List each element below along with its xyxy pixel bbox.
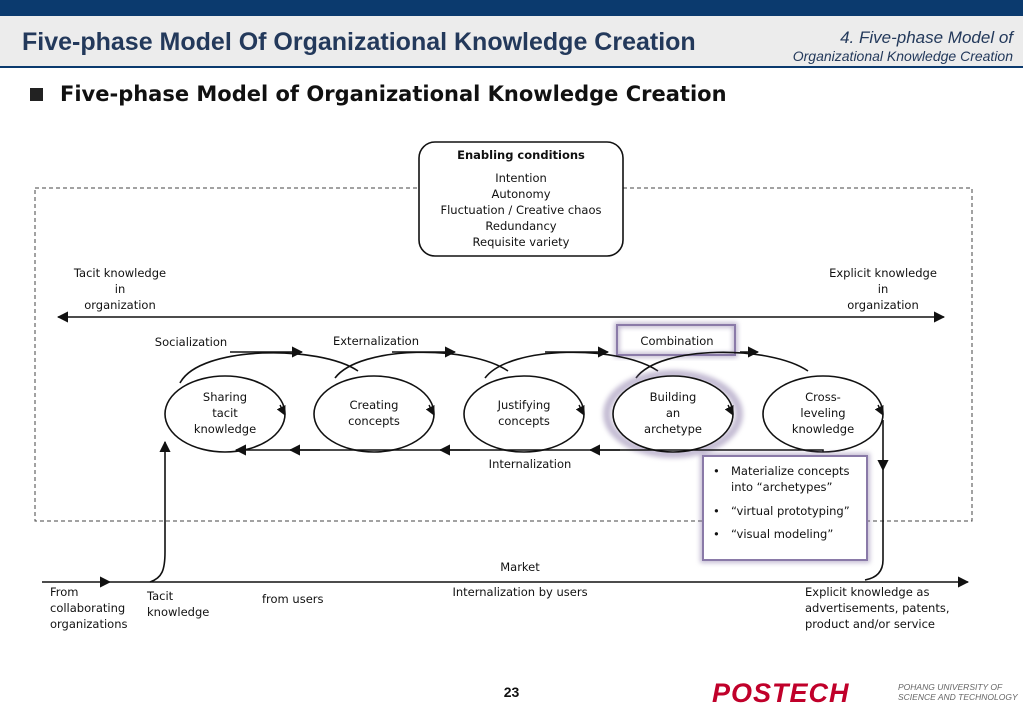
market-from-line: collaborating xyxy=(50,601,125,615)
internalization-users-label: Internalization by users xyxy=(452,585,587,599)
phase-label: tacit xyxy=(212,406,238,420)
postech-logo: POSTECH xyxy=(712,678,850,708)
from-users-label: from users xyxy=(262,592,324,606)
enabling-conditions-box xyxy=(418,141,624,257)
bullet-icon: • xyxy=(713,504,720,518)
explicit-output-line xyxy=(864,470,884,581)
logo-sub-line2: SCIENCE AND TECHNOLOGY xyxy=(898,692,1018,702)
slide-title: Five-phase Model Of Organizational Knowl… xyxy=(22,28,696,56)
enabling-conditions-title: Enabling conditions xyxy=(457,148,585,162)
phase-label: concepts xyxy=(348,414,400,428)
combination-highlight xyxy=(616,324,736,356)
phase-label: archetype xyxy=(644,422,702,436)
logo-sub-line1: POHANG UNIVERSITY OF xyxy=(898,682,1003,692)
externalization-label: Externalization xyxy=(333,334,419,348)
organization-boundary xyxy=(34,187,973,522)
tacit-label-line: organization xyxy=(84,298,156,312)
tacit-label-line: in xyxy=(115,282,125,296)
ellipse-arrow-marker xyxy=(724,404,734,416)
market-from-line: From xyxy=(50,585,79,599)
tacit-feed-arrow xyxy=(149,440,171,583)
header-band xyxy=(0,16,1023,66)
postech-logo-subtitle: POHANG UNIVERSITY OF SCIENCE AND TECHNOL… xyxy=(898,682,1018,702)
square-bullet-icon xyxy=(30,88,43,101)
phase-label: leveling xyxy=(800,406,845,420)
phase-label: knowledge xyxy=(194,422,256,436)
archetype-note: Materialize concepts xyxy=(731,464,850,478)
spiral-arc xyxy=(635,351,809,379)
enabling-item: Redundancy xyxy=(485,219,556,233)
phase-label: Sharing xyxy=(203,390,247,404)
internalization-label: Internalization xyxy=(489,457,572,471)
section-tag-line2: Organizational Knowledge Creation xyxy=(792,48,1013,64)
ellipse-arrow-marker xyxy=(276,404,286,416)
phase-label: concepts xyxy=(498,414,550,428)
explicit-label-line: in xyxy=(878,282,888,296)
enabling-item: Fluctuation / Creative chaos xyxy=(440,203,601,217)
market-label: Market xyxy=(500,560,540,574)
header-divider xyxy=(0,66,1023,68)
explicit-label-line: organization xyxy=(847,298,919,312)
phase-label: an xyxy=(666,406,680,420)
explicit-label-line: Explicit knowledge xyxy=(829,266,937,280)
combination-label: Combination xyxy=(640,334,713,348)
section-tag-line1: 4. Five-phase Model of xyxy=(840,28,1013,47)
market-tacit-line: Tacit xyxy=(146,589,174,603)
archetype-note: into “archetypes” xyxy=(731,480,833,494)
archetype-highlight-glow xyxy=(603,370,743,458)
bullet-icon: • xyxy=(713,527,720,541)
archetype-note: “visual modeling” xyxy=(731,527,833,541)
enabling-item: Intention xyxy=(495,171,547,185)
phase-label: knowledge xyxy=(792,422,854,436)
slide-subtitle: Five-phase Model of Organizational Knowl… xyxy=(60,82,727,106)
top-color-bar xyxy=(0,0,1023,16)
phase-label: Cross- xyxy=(805,390,841,404)
archetype-notes-box xyxy=(702,455,868,561)
ellipse-arrow-marker xyxy=(425,404,435,416)
ellipse-arrow-marker xyxy=(874,404,884,416)
spiral-arc xyxy=(334,351,509,379)
explicit-market-line: product and/or service xyxy=(805,617,935,631)
phase-label: Justifying xyxy=(497,398,551,412)
page-number: 23 xyxy=(503,684,520,700)
bullet-icon: • xyxy=(713,464,720,478)
enabling-item: Autonomy xyxy=(491,187,550,201)
explicit-market-line: Explicit knowledge as xyxy=(805,585,929,599)
explicit-market-line: advertisements, patents, xyxy=(805,601,949,615)
enabling-item: Requisite variety xyxy=(473,235,570,249)
ellipse-arrow-marker xyxy=(575,404,585,416)
archetype-note: “virtual prototyping” xyxy=(731,504,850,518)
spiral-arc xyxy=(179,352,359,384)
market-from-line: organizations xyxy=(50,617,128,631)
phase-label: Building xyxy=(650,390,697,404)
market-tacit-line: knowledge xyxy=(147,605,209,619)
phase-label: Creating xyxy=(350,398,399,412)
tacit-label-line: Tacit knowledge xyxy=(73,266,166,280)
section-tag: 4. Five-phase Model of Organizational Kn… xyxy=(793,28,1013,66)
socialization-label: Socialization xyxy=(155,335,227,349)
internalization-arrow xyxy=(234,444,824,456)
